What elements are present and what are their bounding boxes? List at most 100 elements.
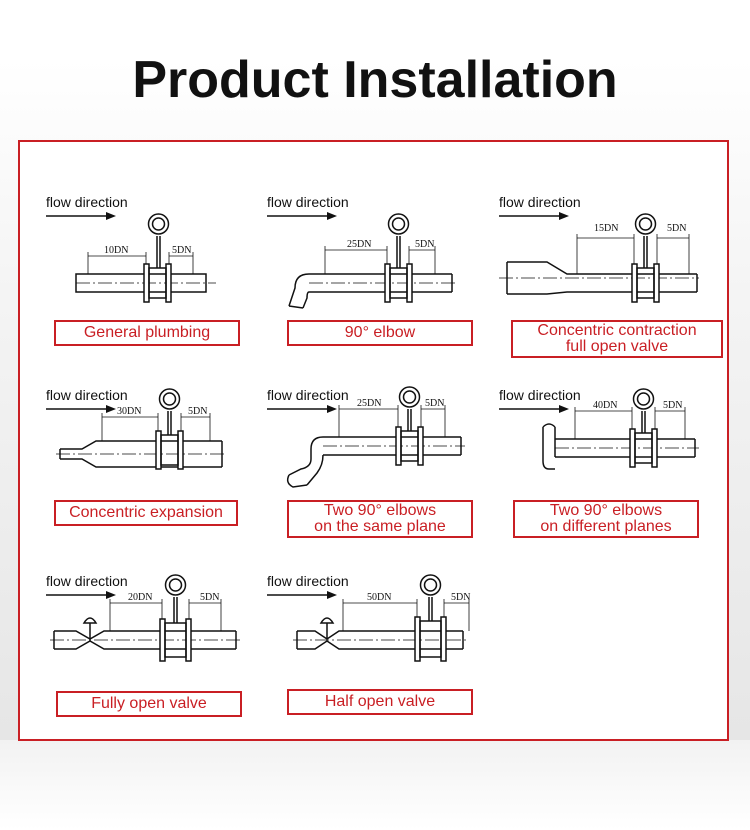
flow-direction-label: flow direction <box>46 194 128 210</box>
caption-box: 90° elbow <box>287 320 473 346</box>
diagram-two-elbows-different-planes: 40DN 5DN <box>499 388 699 470</box>
installation-frame: flow direction 10DN <box>18 140 729 741</box>
meter-dial <box>151 217 166 231</box>
upstream-length-label: 25DN <box>357 398 381 409</box>
panel-fully-open-valve: flow direction <box>46 573 286 753</box>
elbow-end <box>286 474 308 488</box>
caption-line: Concentric expansion <box>69 504 223 521</box>
valve-handle <box>82 617 98 624</box>
upstream-length-label: 10DN <box>104 245 128 256</box>
flow-arrowhead <box>327 591 337 599</box>
downstream-length-label: 5DN <box>172 245 191 256</box>
page-title: Product Installation <box>132 51 618 109</box>
upstream-length-label: 15DN <box>594 223 618 234</box>
caption-line: Half open valve <box>324 693 436 710</box>
elbow <box>288 273 310 309</box>
flow-direction-label: flow direction <box>267 573 349 589</box>
meter-head <box>164 574 187 596</box>
panel-concentric-expansion: flow direction 30DN <box>46 387 286 567</box>
meter-dial <box>162 392 177 406</box>
meter-body <box>400 430 419 462</box>
meter-body <box>160 434 179 466</box>
caption-line: Fully open valve <box>91 695 207 712</box>
meter-dial <box>638 217 653 231</box>
caption-line: Concentric contraction <box>537 322 697 339</box>
upstream-length-label: 20DN <box>128 592 152 603</box>
caption-line: Two 90° elbows <box>323 502 437 519</box>
panel-concentric-contraction: flow direction 15DN <box>499 194 739 374</box>
downstream-length-label: 5DN <box>200 592 219 603</box>
caption-box: Concentric contraction full open valve <box>511 320 723 358</box>
meter-body <box>636 267 655 299</box>
diagram-half-open-valve: 50DN 5DN <box>267 574 470 662</box>
flow-direction-label: flow direction <box>499 387 581 403</box>
caption-line: General plumbing <box>83 324 211 341</box>
caption-line: 90° elbow <box>344 324 416 341</box>
diagram-two-elbows-same-plane: 25DN 5DN <box>267 386 465 488</box>
panel-90-elbow: flow direction <box>267 194 507 374</box>
diagram-concentric-expansion: 30DN 5DN <box>46 388 226 470</box>
flow-arrowhead <box>106 591 116 599</box>
panel-general-plumbing: flow direction 10DN <box>46 194 286 374</box>
meter-head <box>158 388 181 410</box>
meter-head <box>419 574 442 596</box>
valve-handle <box>319 617 335 624</box>
meter-head <box>632 388 655 410</box>
elbow-end <box>288 305 304 309</box>
meter-dial <box>423 578 438 592</box>
meter-body <box>389 267 408 299</box>
meter-dial <box>168 578 183 592</box>
downstream-length-label: 5DN <box>425 398 444 409</box>
upstream-length-label: 25DN <box>347 239 371 250</box>
meter-dial <box>391 217 406 231</box>
panel-half-open-valve: flow direction <box>267 573 507 753</box>
caption-box: General plumbing <box>54 320 240 346</box>
downstream-length-label: 5DN <box>415 239 434 250</box>
meter-head <box>398 386 421 408</box>
flow-arrowhead <box>106 212 116 220</box>
caption-box: Half open valve <box>287 689 473 715</box>
vertical-elbow <box>542 423 556 470</box>
double-elbow <box>288 436 324 486</box>
meter-body <box>634 432 653 464</box>
caption-line: on different planes <box>540 518 672 535</box>
flow-arrowhead <box>559 405 569 413</box>
diagram-general-plumbing: 10DN 5DN <box>46 212 216 303</box>
flow-arrowhead <box>106 405 116 413</box>
caption-line: full open valve <box>565 338 669 355</box>
reducer-pipe <box>506 261 698 295</box>
caption-box: Fully open valve <box>56 691 242 717</box>
panel-two-elbows-different-planes: flow direction <box>499 387 739 567</box>
flow-arrowhead <box>327 212 337 220</box>
caption-line: on the same plane <box>314 518 446 535</box>
flow-direction-label: flow direction <box>499 194 581 210</box>
diagram-fully-open-valve: 20DN 5DN <box>46 574 240 662</box>
downstream-length-label: 5DN <box>451 592 470 603</box>
meter-body <box>419 620 442 658</box>
upstream-length-label: 30DN <box>117 406 141 417</box>
upstream-length-label: 50DN <box>367 592 391 603</box>
caption-line: Two 90° elbows <box>549 502 663 519</box>
flow-direction-label: flow direction <box>267 387 349 403</box>
meter-head <box>147 213 170 235</box>
caption-box: Two 90° elbows on the same plane <box>287 500 473 538</box>
flow-arrowhead <box>559 212 569 220</box>
downstream-length-label: 5DN <box>188 406 207 417</box>
expander-pipe <box>59 440 223 468</box>
diagram-90-elbow: 25DN 5DN <box>267 212 457 309</box>
caption-box: Concentric expansion <box>54 500 238 526</box>
upstream-length-label: 40DN <box>593 400 617 411</box>
panel-two-elbows-same-plane: flow direction <box>267 386 507 567</box>
meter-dial <box>402 390 417 404</box>
meter-dial <box>636 392 651 406</box>
bottom-band <box>0 740 750 830</box>
flow-direction-label: flow direction <box>46 387 128 403</box>
caption-box: Two 90° elbows on different planes <box>513 500 699 538</box>
downstream-length-label: 5DN <box>663 400 682 411</box>
meter-body <box>164 622 187 658</box>
flow-arrowhead <box>327 405 337 413</box>
flow-direction-label: flow direction <box>46 573 128 589</box>
meter-head <box>387 213 410 235</box>
meter-head <box>634 213 657 235</box>
flow-direction-label: flow direction <box>267 194 349 210</box>
